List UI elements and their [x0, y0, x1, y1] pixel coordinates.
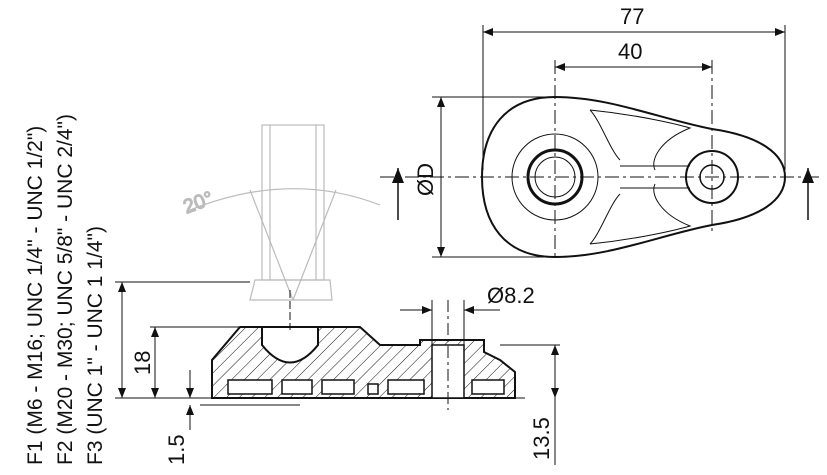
dim-overall-length: 77: [620, 4, 644, 29]
ghost-stem: 20°: [180, 124, 381, 301]
note-f3: F3 (UNC 1" - UNC 1 1/4"): [84, 226, 107, 465]
side-dimensions: [115, 281, 560, 465]
thread-notes: F1 (M6 - M16; UNC 1/4" - UNC 1/2") F2 (M…: [24, 114, 107, 465]
side-view: [200, 290, 525, 410]
dim-thickness: 1.5: [164, 434, 189, 465]
tilt-angle-label: 20°: [180, 188, 216, 219]
note-f1: F1 (M6 - M16; UNC 1/4" - UNC 1/2"): [24, 126, 47, 465]
dim-base-height: 13.5: [529, 417, 554, 460]
dim-hole-spacing: 40: [618, 39, 642, 64]
dim-height: 18: [130, 351, 155, 375]
top-view: [380, 25, 820, 260]
note-f2: F2 (M20 - M30; UNC 5/8" - UNC 2/4"): [54, 114, 77, 465]
dim-diameter: ØD: [413, 163, 438, 196]
dim-bolt-hole: Ø8.2: [487, 283, 535, 308]
